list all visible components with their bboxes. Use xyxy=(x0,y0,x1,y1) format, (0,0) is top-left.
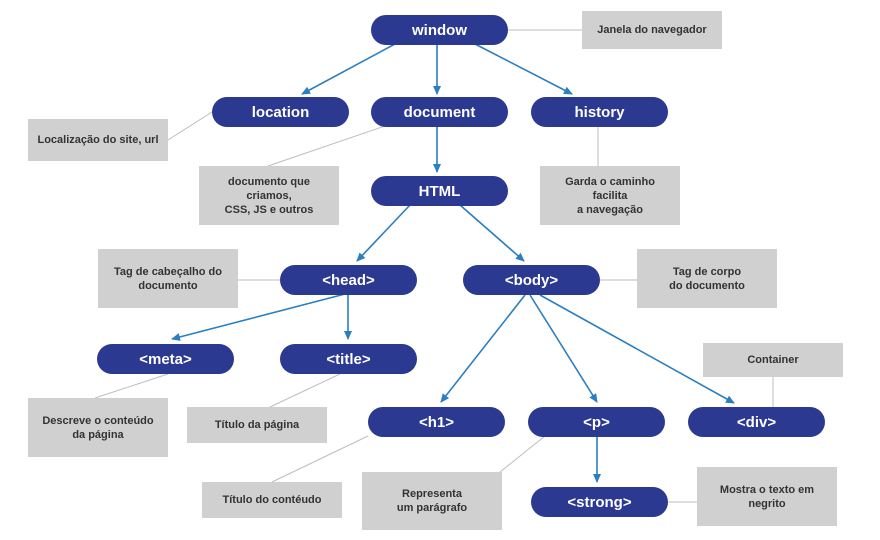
arrow-head-meta xyxy=(171,293,346,341)
connector-h1-note xyxy=(271,435,369,483)
arrow-body-p xyxy=(529,294,598,403)
node-meta: <meta> xyxy=(97,344,234,374)
arrow-window-location xyxy=(301,43,396,95)
arrow-html-body xyxy=(459,204,525,262)
node-head: <head> xyxy=(280,265,417,295)
connector-document-note xyxy=(267,125,386,167)
node-h1: <h1> xyxy=(368,407,505,437)
connector-title-note xyxy=(269,373,341,408)
arrow-body-h1 xyxy=(440,294,526,403)
note-h1: Título do contéudo xyxy=(202,482,342,518)
note-body: Tag de corpo do documento xyxy=(637,249,777,308)
connector-location-note xyxy=(167,111,213,141)
arrow-window-history xyxy=(474,43,573,95)
node-window: window xyxy=(371,15,508,45)
note-meta: Descreve o conteúdo da página xyxy=(28,398,168,457)
node-location: location xyxy=(212,97,349,127)
node-title: <title> xyxy=(280,344,417,374)
node-history: history xyxy=(531,97,668,127)
arrow-body-div xyxy=(539,294,735,404)
note-connectors xyxy=(94,29,774,503)
note-location: Localização do site, url xyxy=(28,119,168,161)
node-strong: <strong> xyxy=(531,487,668,517)
node-p: <p> xyxy=(528,407,665,437)
node-div: <div> xyxy=(688,407,825,437)
note-window: Janela do navegador xyxy=(582,11,722,49)
arrow-html-head xyxy=(356,204,411,262)
node-body: <body> xyxy=(463,265,600,295)
connector-p-note xyxy=(499,435,546,473)
note-p: Representa um parágrafo xyxy=(362,472,502,530)
node-html: HTML xyxy=(371,176,508,206)
connector-meta-note xyxy=(94,373,169,399)
note-head: Tag de cabeçalho do documento xyxy=(98,249,238,308)
tree-arrows xyxy=(171,43,735,483)
node-document: document xyxy=(371,97,508,127)
note-document: documento que criamos, CSS, JS e outros xyxy=(199,166,339,225)
note-history: Garda o caminho facilita a navegação xyxy=(540,166,680,225)
note-strong: Mostra o texto em negrito xyxy=(697,467,837,526)
note-title: Título da página xyxy=(187,407,327,443)
note-div: Container xyxy=(703,343,843,377)
